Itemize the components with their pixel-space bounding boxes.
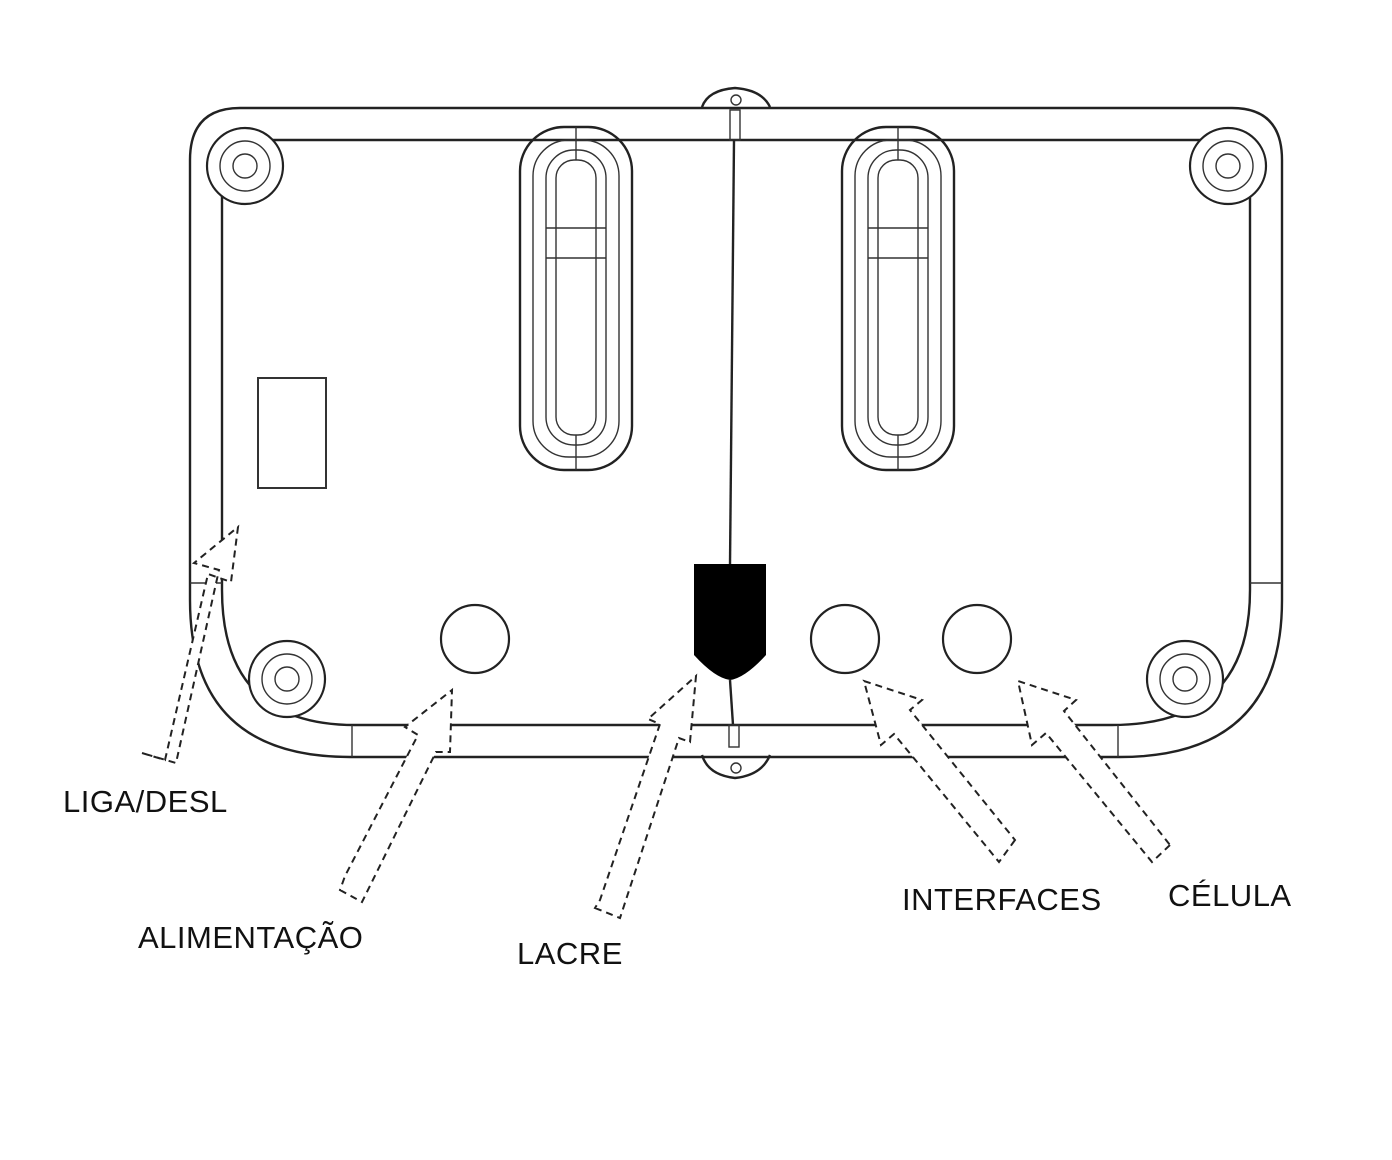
seal	[694, 109, 766, 748]
arrow-alimentacao	[338, 687, 454, 904]
arrow-interfaces	[862, 679, 1017, 864]
power-switch	[257, 377, 327, 489]
label-alimentacao: ALIMENTAÇÃO	[138, 920, 364, 955]
cell-port	[941, 603, 1013, 675]
screw-bottom-left	[247, 639, 327, 719]
label-celula: CÉLULA	[1168, 878, 1292, 913]
seal-block	[694, 564, 766, 680]
power-supply-port	[439, 603, 511, 675]
interfaces-port	[809, 603, 881, 675]
arrow-celula	[1016, 679, 1172, 864]
bottom-hanger-tab	[700, 754, 772, 780]
enclosure-outer	[188, 106, 1284, 759]
screw-top-left	[205, 126, 285, 206]
mounting-slot-left	[518, 125, 634, 472]
screw-bottom-right	[1145, 639, 1225, 719]
arrow-liga-desl	[141, 524, 240, 765]
arrow-lacre	[593, 673, 698, 920]
label-interfaces: INTERFACES	[902, 882, 1102, 917]
label-lacre: LACRE	[517, 936, 623, 971]
mounting-slot-right	[840, 125, 956, 472]
label-liga-desl: LIGA/DESL	[63, 784, 228, 819]
screw-top-right	[1188, 126, 1268, 206]
top-hanger-tab	[700, 86, 772, 108]
